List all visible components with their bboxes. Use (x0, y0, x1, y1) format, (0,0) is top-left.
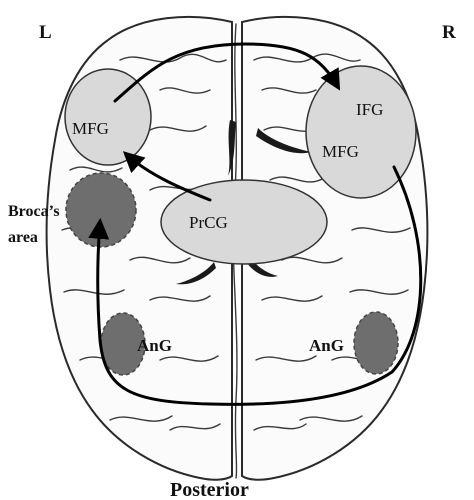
hemisphere-label-right: R (442, 22, 456, 43)
ang-left-label: AnG (137, 336, 172, 355)
broca-label-line2: area (8, 229, 38, 246)
mfg-right-label: MFG (322, 142, 359, 161)
broca-label-line1: Broca’s (8, 203, 60, 220)
posterior-label: Posterior (170, 479, 249, 500)
hemisphere-label-left: L (39, 22, 52, 43)
ang-right-region (354, 312, 398, 374)
prcg-label: PrCG (189, 213, 228, 232)
mfg-left-label: MFG (72, 119, 109, 138)
ang-right-label: AnG (309, 336, 344, 355)
prcg-region (161, 180, 327, 264)
ifg-right-label: IFG (356, 100, 383, 119)
mfg-left-region (65, 69, 151, 165)
broca-area-region (66, 173, 136, 247)
